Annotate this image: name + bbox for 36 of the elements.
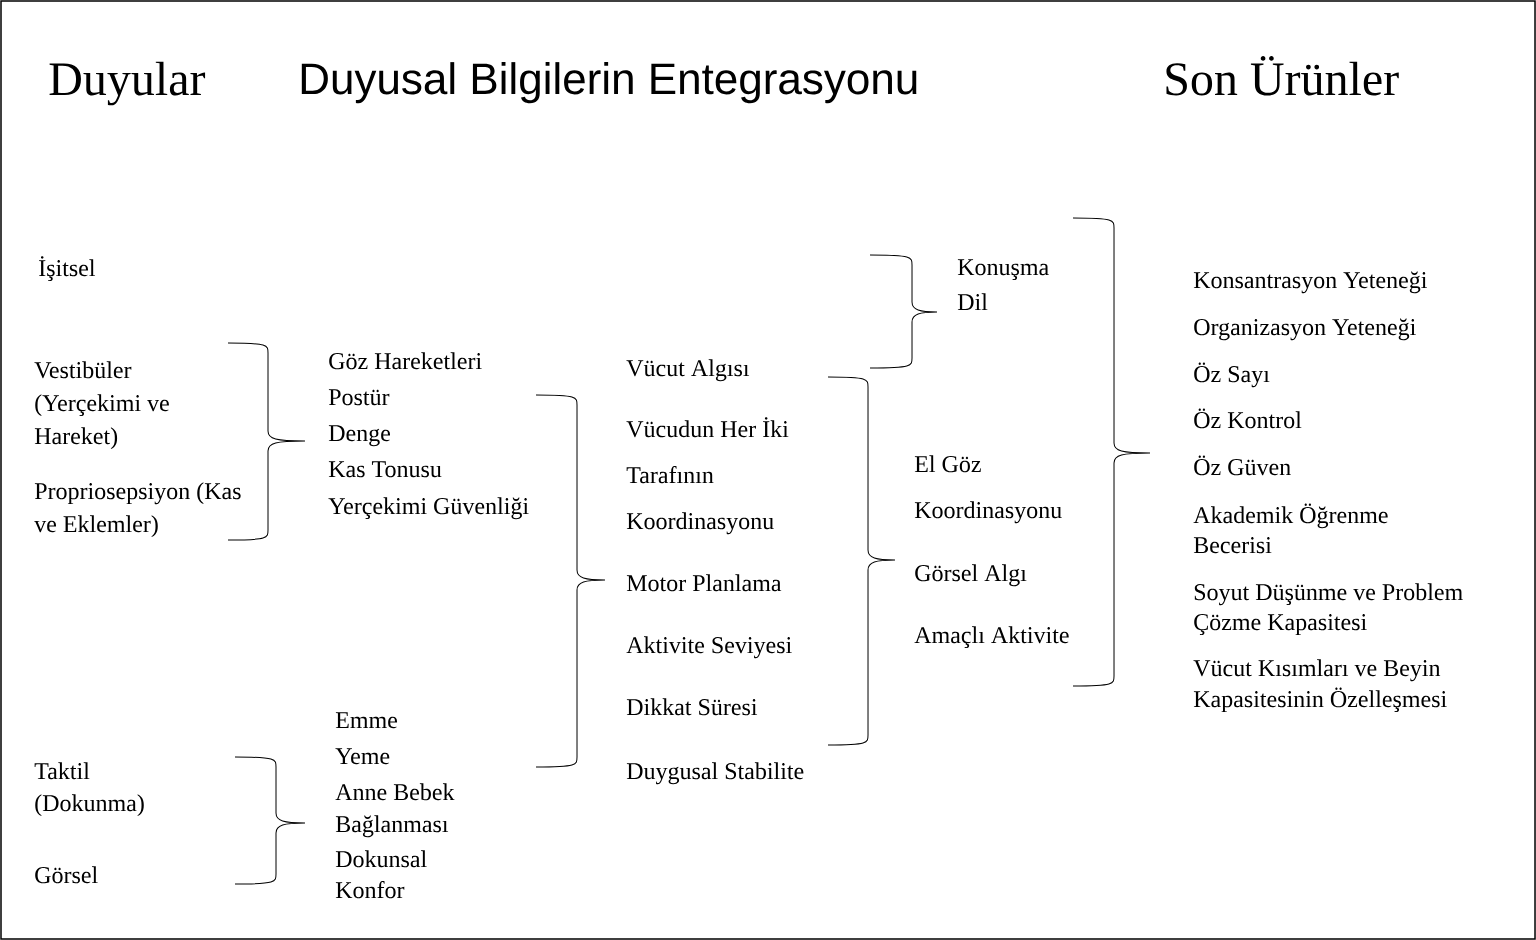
label-text: Propriosepsiyon (Kas ve Eklemler) bbox=[34, 482, 241, 538]
label-text: Vestibüler (Yerçekimi ve Hareket) bbox=[34, 361, 169, 450]
label-text: Taktil (Dokunma) bbox=[34, 762, 144, 817]
label-text: Öz Sayı bbox=[1194, 362, 1270, 388]
label-text: Duygusal Stabilite bbox=[626, 762, 804, 785]
label-text: Konuşma bbox=[957, 259, 1049, 281]
label-text: Motor Planlama bbox=[626, 574, 782, 592]
label-text: Dokunsal Konfor bbox=[335, 850, 427, 899]
label-text: Yerçekimi Güvenliği bbox=[328, 497, 529, 520]
label-text: Son Ürünler bbox=[1166, 56, 1399, 96]
label-text: Duyusal Bilgilerin Entegrasyonu bbox=[301, 62, 917, 104]
label-text: Vücut Kısımları ve Beyin Kapasitesinin Özelleşmesi bbox=[1193, 659, 1447, 713]
label-text: Öz Kontrol bbox=[1194, 408, 1302, 429]
label-text: Görsel Algı bbox=[915, 564, 1027, 587]
label-text: Dikkat Süresi bbox=[626, 698, 758, 716]
label-text: Soyut Düşünme ve Problem Çözme Kapasitesi bbox=[1194, 583, 1463, 636]
label-text: Postür bbox=[328, 389, 390, 406]
label-text: Kas Tonusu bbox=[328, 461, 442, 478]
label-text: Denge bbox=[328, 425, 390, 447]
label-text: Göz Hareketleri bbox=[329, 352, 482, 370]
label-text: Aktivite Seviyesi bbox=[626, 636, 792, 659]
label-text: Duyular bbox=[49, 61, 206, 106]
label-text: Anne Bebek Bağlanması bbox=[335, 783, 455, 838]
label-text: Dil bbox=[957, 293, 988, 311]
label-text: Öz Güven bbox=[1194, 455, 1291, 476]
label-text: Vücut Algısı bbox=[626, 359, 750, 382]
label-text: Emme bbox=[335, 712, 398, 729]
label-text: Vücudun Her İki Tarafının Koordinasyonu bbox=[626, 417, 789, 535]
label-text: Yeme bbox=[335, 748, 390, 765]
label-text: Organizasyon Yeteneği bbox=[1194, 318, 1416, 341]
label-text: El Göz Koordinasyonu bbox=[914, 455, 1062, 524]
label-text: Görsel bbox=[35, 866, 98, 884]
label-text: Amaçlı Aktivite bbox=[914, 626, 1069, 649]
label-text: İşitsel bbox=[39, 256, 96, 282]
label-text: Konsantrasyon Yeteneği bbox=[1193, 271, 1427, 294]
label-text: Akademik Öğrenme Becerisi bbox=[1193, 503, 1388, 554]
